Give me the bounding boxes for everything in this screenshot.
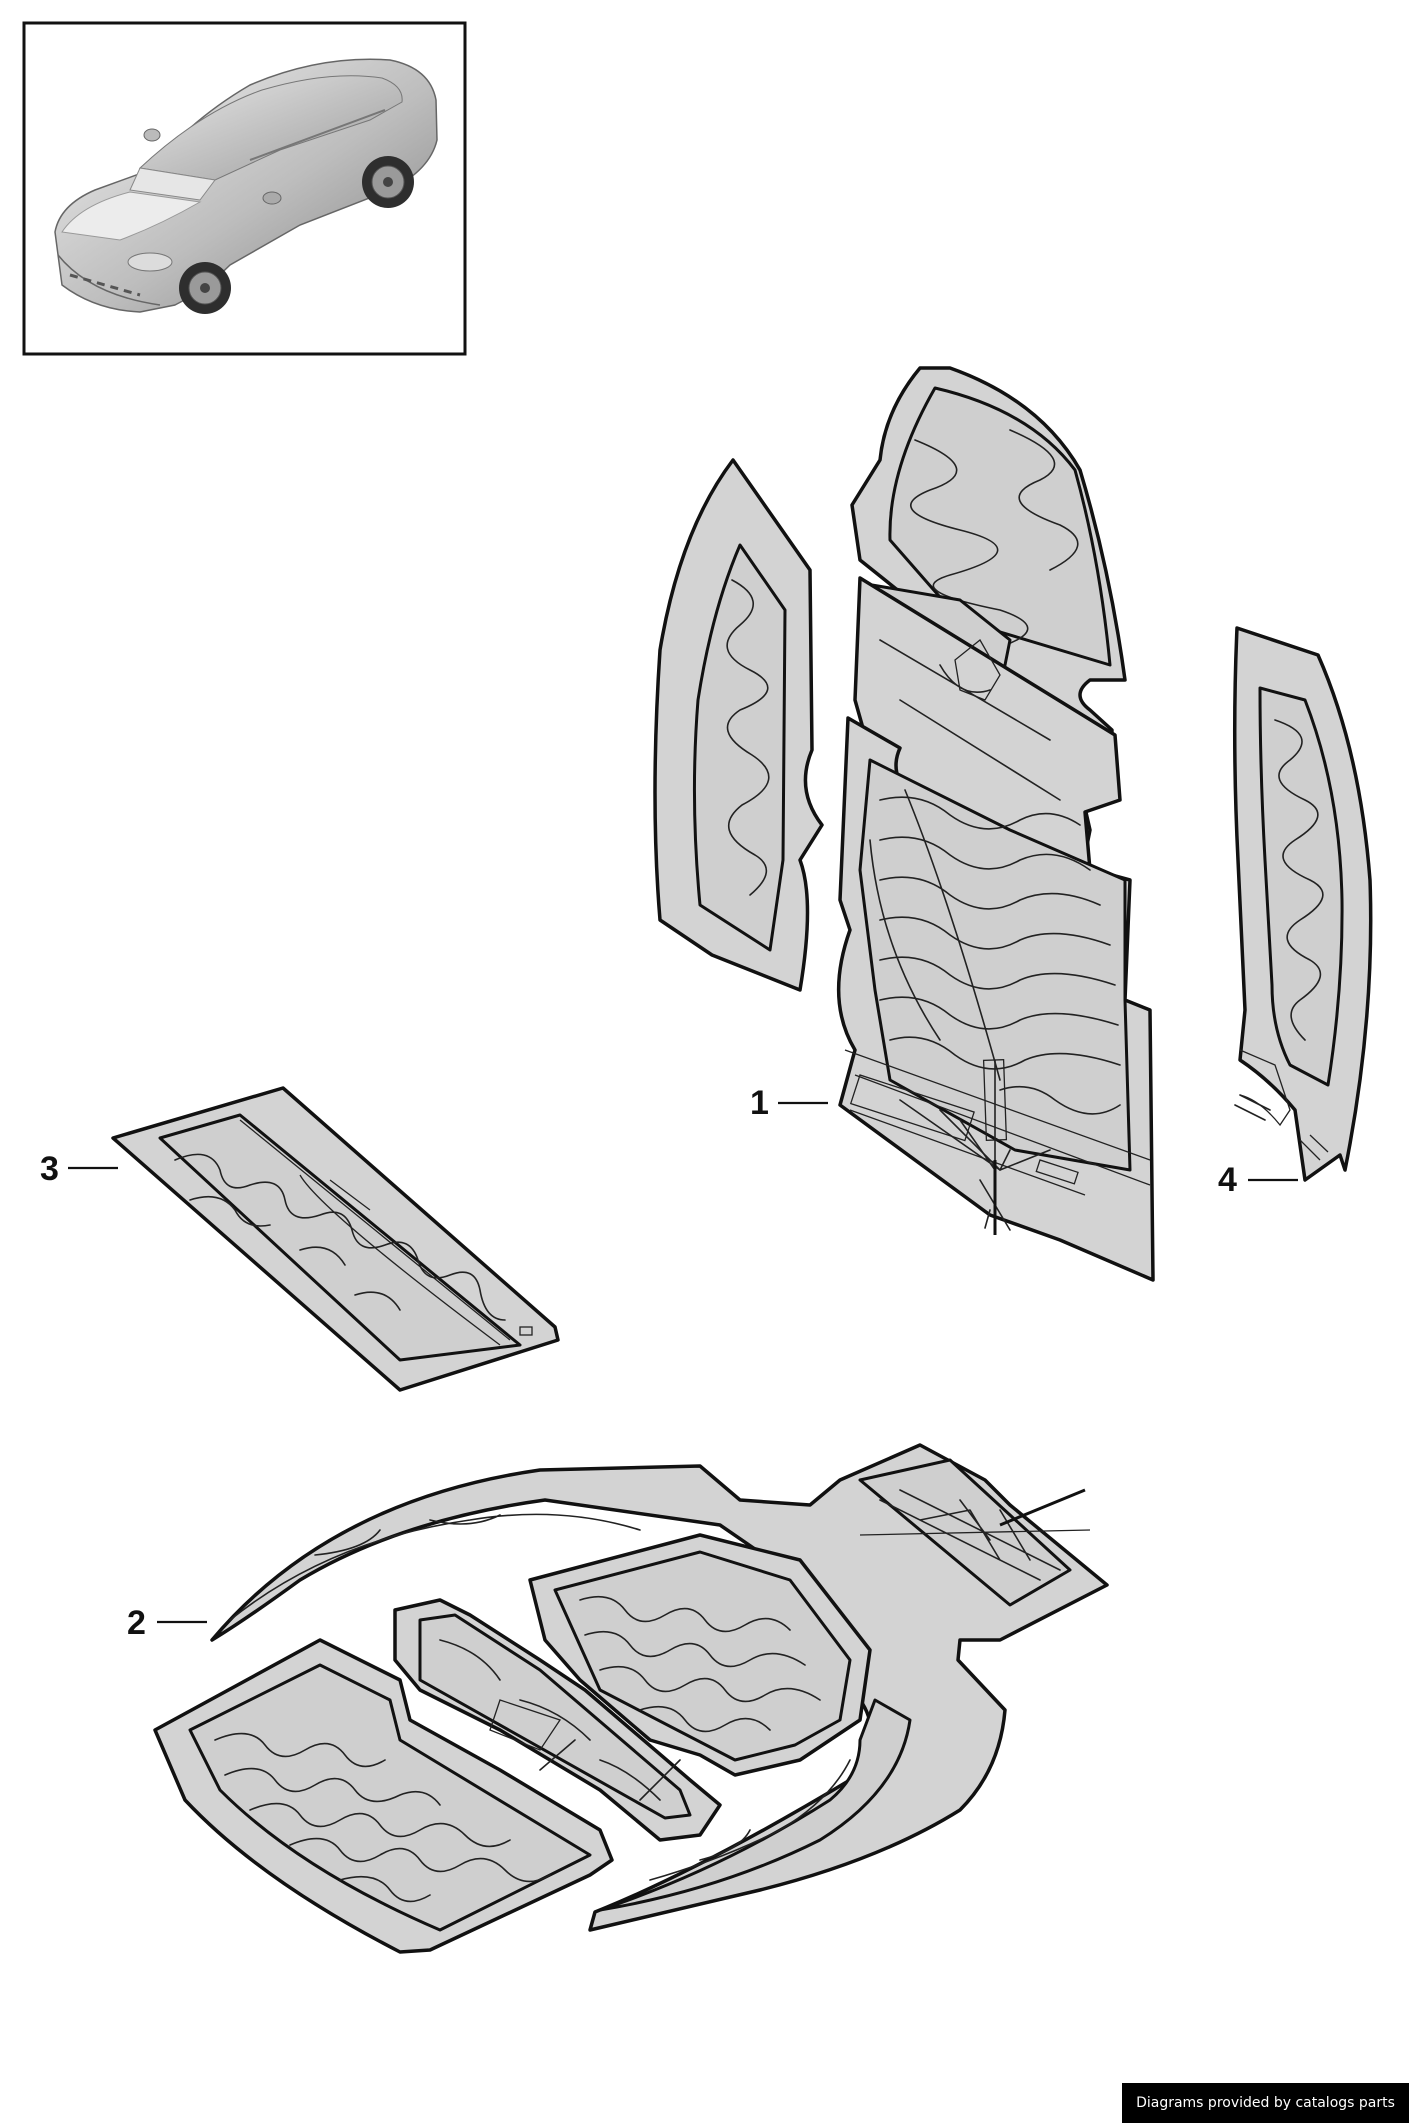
callout-2-label: 2 bbox=[127, 1604, 146, 1642]
callout-1-label: 1 bbox=[750, 1084, 769, 1122]
car-illustration bbox=[54, 58, 438, 314]
callout-1: 1 bbox=[750, 1084, 828, 1122]
callout-4: 4 bbox=[1218, 1161, 1298, 1199]
part-2-seat-cushion-heater bbox=[153, 1443, 1109, 1954]
callout-3: 3 bbox=[40, 1150, 118, 1188]
credit-banner: Diagrams provided by catalogs parts bbox=[1122, 2083, 1409, 2123]
callout-4-label: 4 bbox=[1218, 1161, 1237, 1199]
part-3-rectangular-heater-pad bbox=[111, 1086, 560, 1392]
vehicle-thumbnail bbox=[22, 21, 467, 356]
part-4-side-bolster-heater bbox=[1232, 626, 1373, 1182]
part-1-backrest-heater bbox=[653, 366, 1155, 1282]
callout-3-label: 3 bbox=[40, 1150, 59, 1188]
callout-2: 2 bbox=[127, 1604, 207, 1642]
